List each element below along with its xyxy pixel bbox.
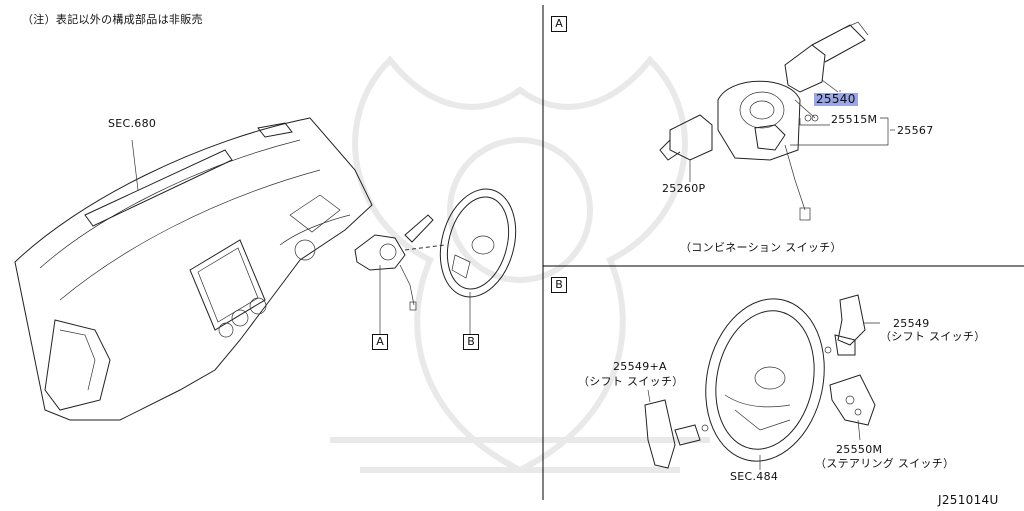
panel-b-label: B	[551, 277, 567, 293]
steering-wheel-large	[705, 298, 825, 462]
combination-switch-small	[354, 214, 434, 311]
label-25550m-desc: （ステアリング スイッチ）	[815, 457, 955, 470]
combination-switch-exploded	[659, 21, 869, 221]
label-25540: 25540	[814, 92, 858, 106]
label-25515m: 25515M	[831, 113, 878, 126]
label-25550m: 25550M	[836, 443, 883, 456]
callout-b-main: B	[463, 334, 479, 350]
label-sec680: SEC.680	[108, 117, 157, 130]
steering-switch	[829, 374, 876, 426]
drawing-id: J251014U	[938, 493, 999, 507]
shift-switch-right	[824, 294, 866, 356]
label-25260p: 25260P	[662, 182, 706, 195]
watermark-emblem	[330, 55, 710, 474]
label-25549-desc: （シフト スイッチ）	[880, 330, 986, 343]
note-text: （注）表記以外の構成部品は非販売	[22, 13, 203, 26]
label-combination-switch: （コンビネーション スイッチ）	[680, 241, 842, 254]
label-25549a-desc: （シフト スイッチ）	[578, 375, 684, 388]
label-25549: 25549	[893, 317, 930, 330]
panel-a-label: A	[551, 16, 567, 32]
label-25549a: 25549+A	[613, 360, 667, 373]
label-25567: 25567	[897, 124, 934, 137]
label-sec484: SEC.484	[730, 470, 779, 483]
callout-a-main: A	[372, 334, 388, 350]
shift-switch-left	[644, 399, 709, 469]
dashboard-drawing	[14, 117, 373, 421]
steering-wheel-small	[439, 188, 517, 298]
